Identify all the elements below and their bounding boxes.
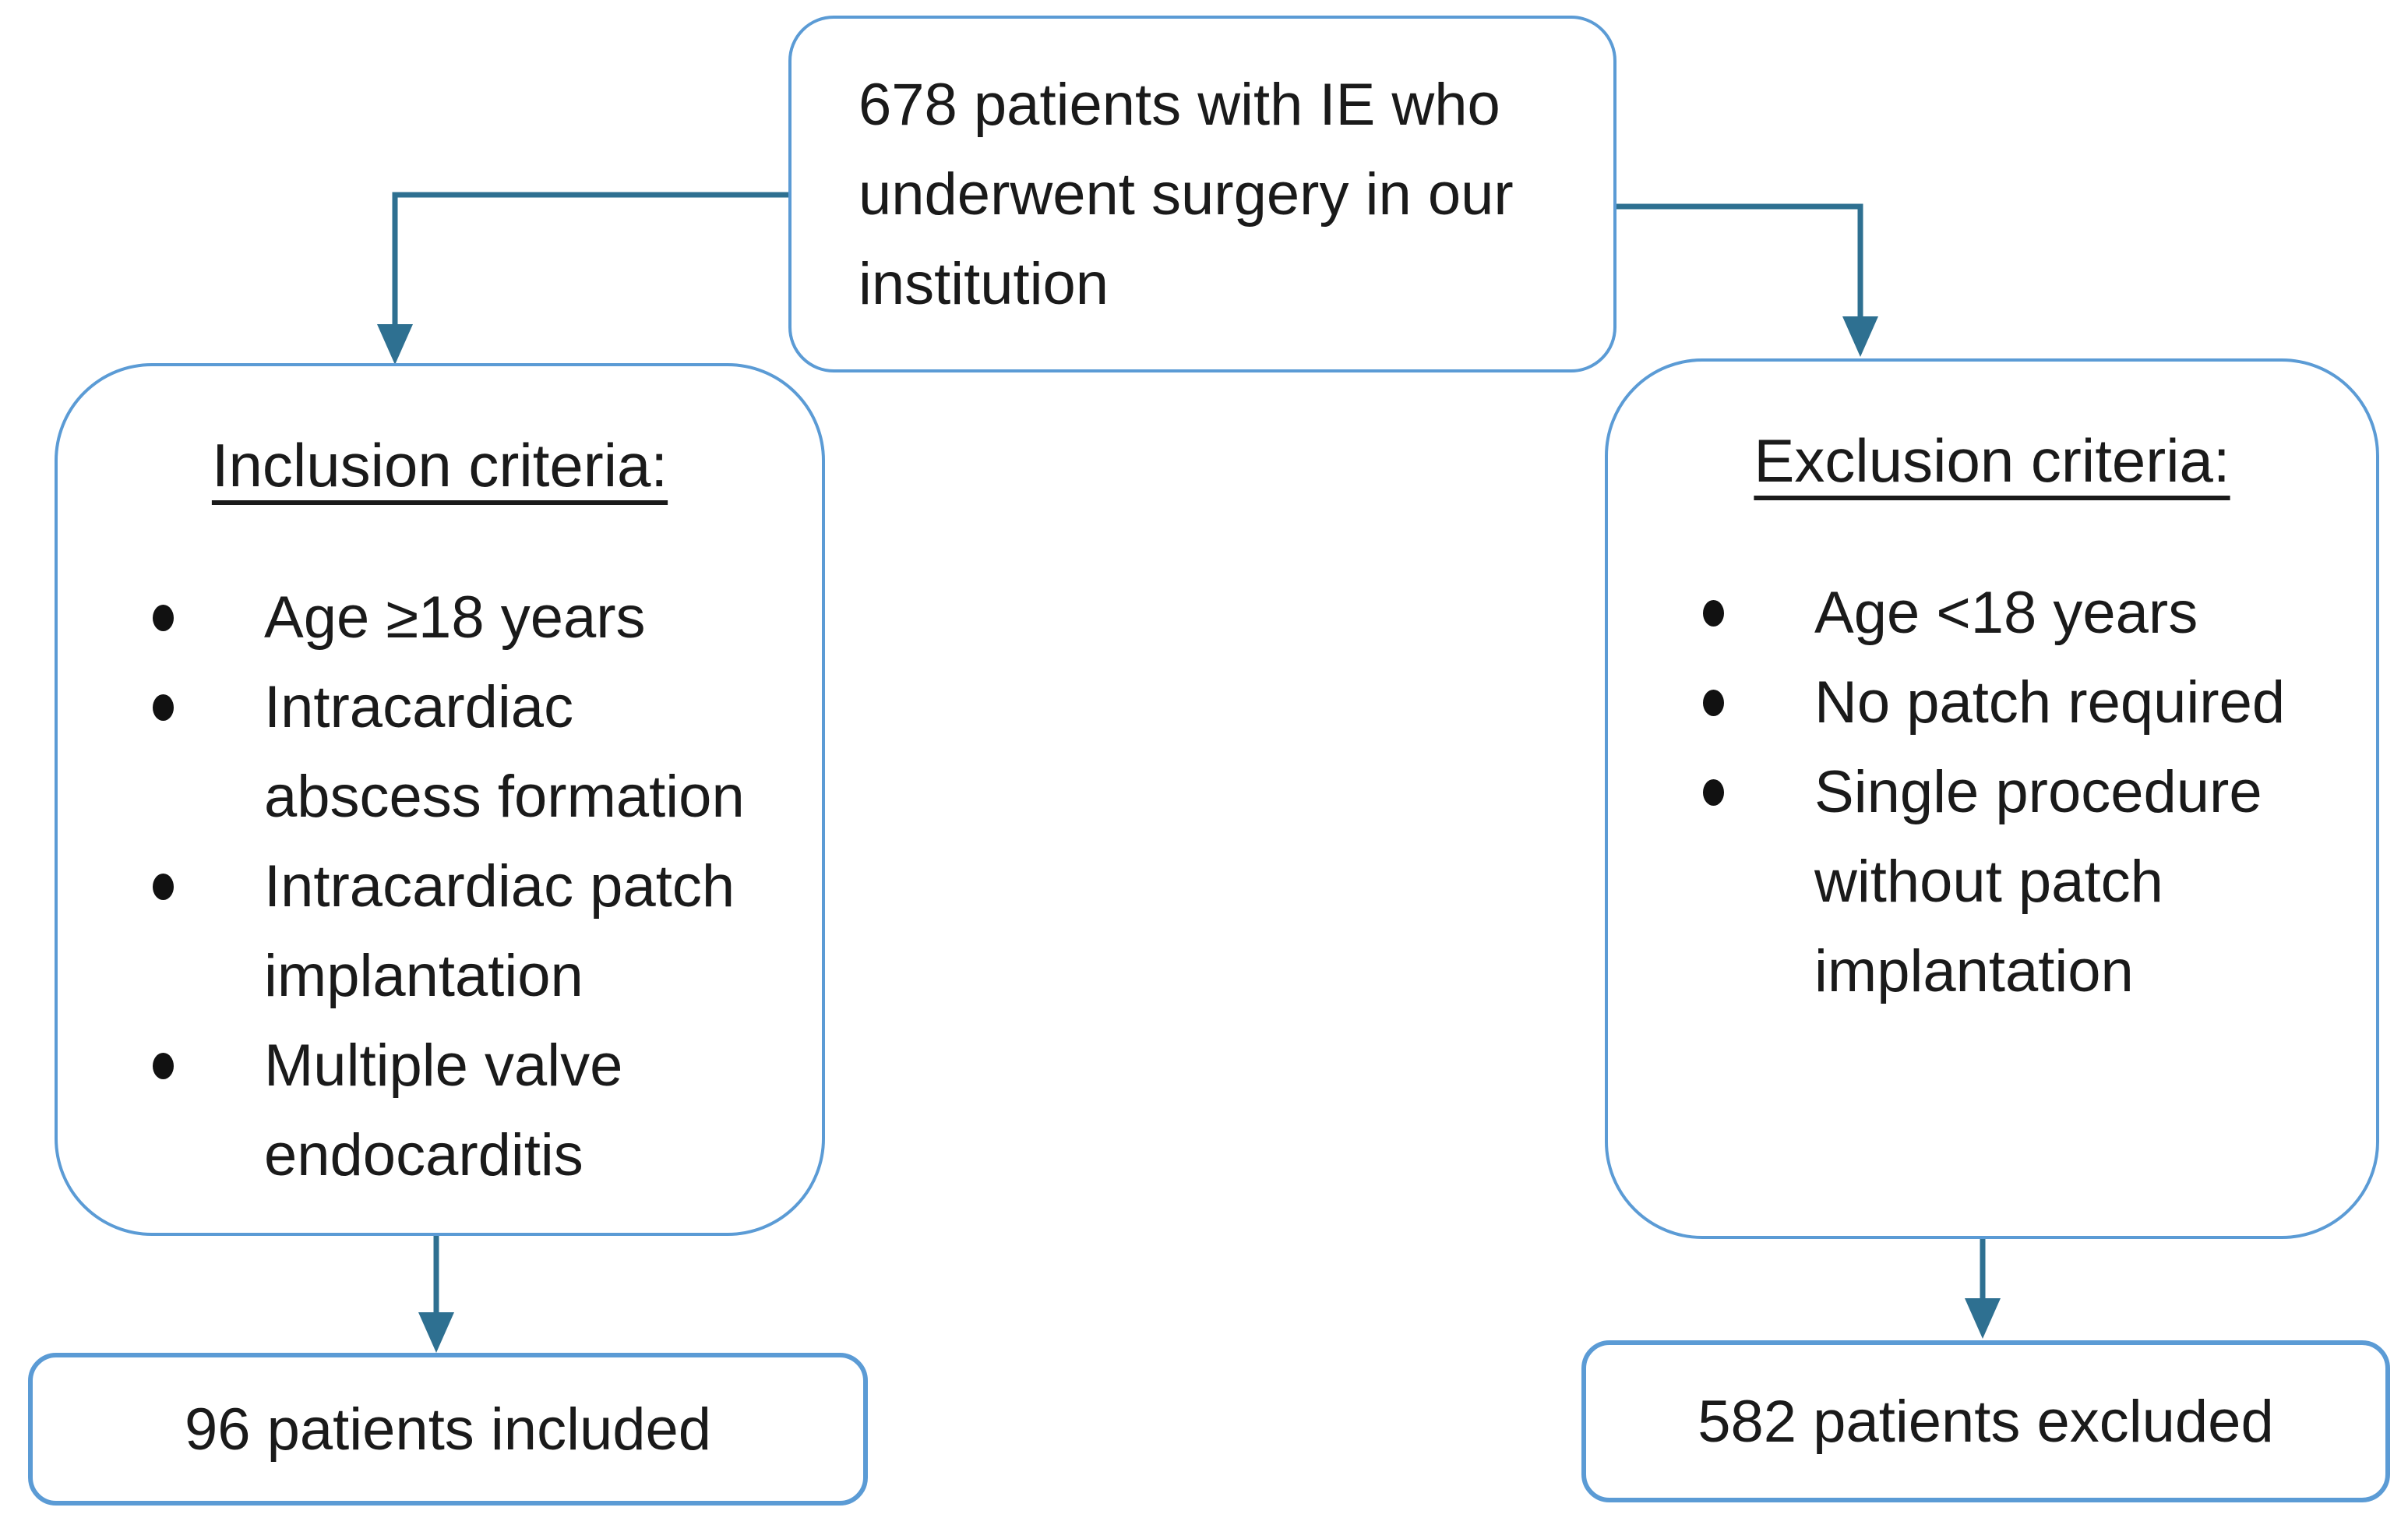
inclusion-item-text: Intracardiac patch implantation <box>264 853 735 1009</box>
bullet-icon <box>1703 690 1724 716</box>
bullet-icon <box>1703 600 1724 627</box>
connector-top-to-exclusion <box>1616 203 1863 321</box>
list-item: Single procedure without patch implantat… <box>1608 747 2376 1016</box>
bullet-icon <box>153 605 174 631</box>
list-item: Age <18 years <box>1608 568 2376 658</box>
inclusion-item-text: Multiple valve endocarditis <box>264 1033 623 1188</box>
included-text: 96 patients included <box>184 1396 712 1463</box>
exclusion-criteria-title: Exclusion criteria: <box>1754 426 2230 495</box>
box-inclusion-criteria: Inclusion criteria: Age ≥18 years Intrac… <box>55 363 825 1236</box>
arrowhead-exclusion-icon <box>1842 316 1878 357</box>
arrowhead-inclusion-icon <box>377 324 413 365</box>
connector-top-to-inclusion <box>392 192 788 329</box>
bullet-icon <box>153 1053 174 1079</box>
bullet-icon <box>1703 779 1724 806</box>
box-included: 96 patients included <box>28 1353 868 1506</box>
list-item: Multiple valve endocarditis <box>58 1021 822 1200</box>
list-item: Intracardiac patch implantation <box>58 842 822 1021</box>
inclusion-criteria-list: Age ≥18 years Intracardiac abscess forma… <box>58 573 822 1200</box>
bullet-icon <box>153 694 174 721</box>
total-patients-text: 678 patients with IE who underwent surge… <box>858 71 1514 317</box>
inclusion-item-text: Intracardiac abscess formation <box>264 674 745 830</box>
exclusion-item-text: Age <18 years <box>1814 580 2198 646</box>
box-exclusion-criteria: Exclusion criteria: Age <18 years No pat… <box>1605 358 2379 1239</box>
excluded-text: 582 patients excluded <box>1698 1388 2274 1455</box>
exclusion-item-text: No patch required <box>1814 669 2286 736</box>
list-item: Age ≥18 years <box>58 573 822 662</box>
inclusion-item-text: Age ≥18 years <box>264 584 646 651</box>
box-total-patients: 678 patients with IE who underwent surge… <box>788 16 1616 372</box>
arrowhead-included-icon <box>418 1312 454 1353</box>
exclusion-criteria-list: Age <18 years No patch required Single p… <box>1608 568 2376 1016</box>
bullet-icon <box>153 874 174 900</box>
exclusion-item-text: Single procedure without patch implantat… <box>1814 759 2262 1004</box>
inclusion-criteria-title: Inclusion criteria: <box>211 431 668 500</box>
list-item: No patch required <box>1608 658 2376 747</box>
box-excluded: 582 patients excluded <box>1581 1340 2390 1502</box>
arrowhead-excluded-icon <box>1965 1298 2001 1339</box>
list-item: Intracardiac abscess formation <box>58 662 822 842</box>
